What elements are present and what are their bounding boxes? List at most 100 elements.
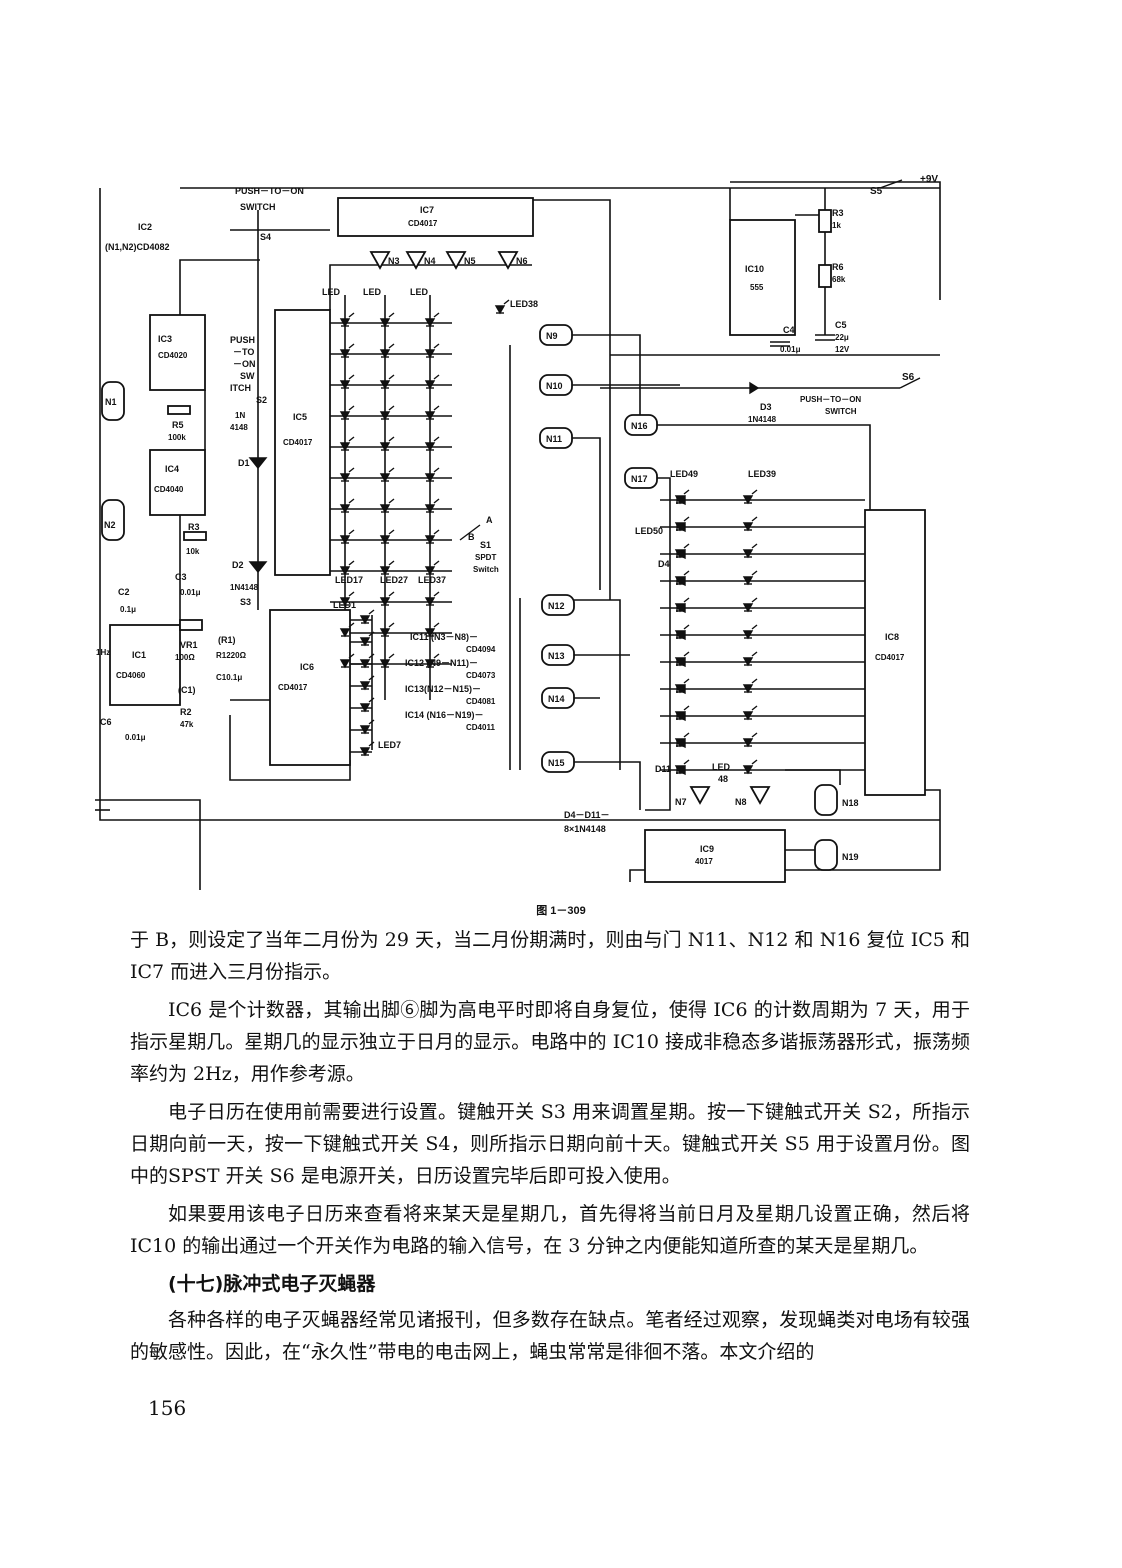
label-r5-val: 100k — [168, 433, 186, 442]
led-mark — [424, 566, 436, 576]
led-mark — [494, 305, 506, 315]
label-r3-left-val: 10k — [186, 547, 200, 556]
label-n13: N13 — [548, 651, 565, 661]
led-arrow — [348, 560, 355, 566]
led-mark — [742, 657, 754, 667]
label-n19: N19 — [842, 852, 859, 862]
diode-d2 — [248, 561, 268, 574]
label-n17: N17 — [631, 474, 648, 484]
label-d4-d11-b: 8×1N4148 — [564, 824, 606, 834]
label-ic5-chip: CD4017 — [283, 438, 313, 447]
led-mark — [742, 765, 754, 775]
label-c2-val: 0.1μ — [120, 605, 136, 614]
diode-mark — [675, 494, 686, 506]
resistor-r3 — [818, 209, 832, 233]
label-c4: C4 — [783, 325, 795, 335]
led-mark — [339, 628, 351, 638]
led-arrow — [348, 312, 355, 318]
label-n5: N5 — [464, 256, 476, 266]
led-arrow — [388, 374, 395, 380]
diode-mark — [675, 764, 686, 776]
paragraph-1: 于 B，则设定了当年二月份为 29 天，当二月份期满时，则由与门 N11、N12… — [130, 929, 970, 983]
label-s3: S3 — [240, 597, 251, 607]
led-mark — [742, 522, 754, 532]
label-s1-b: Switch — [473, 565, 499, 574]
logic-gate — [541, 687, 575, 709]
led-arrow — [751, 651, 758, 657]
led-mark — [742, 630, 754, 640]
label-ic7-chip: CD4017 — [408, 219, 438, 228]
label-s1: S1 — [480, 540, 491, 550]
led-mark — [359, 659, 371, 669]
led-arrow — [348, 436, 355, 442]
label-ic14-a: IC14 (N16－N19)－ — [405, 710, 484, 720]
label-c4-val: 0.01μ — [780, 345, 801, 354]
led-arrow — [433, 374, 440, 380]
led-arrow — [388, 436, 395, 442]
label-ic10: IC10 — [745, 264, 764, 274]
led-mark — [742, 711, 754, 721]
led-arrow — [348, 405, 355, 411]
wire — [657, 424, 871, 510]
label-ic9: IC9 — [700, 844, 714, 854]
led-mark — [379, 380, 391, 390]
ic10-body — [729, 219, 796, 336]
led-mark — [379, 504, 391, 514]
wire — [645, 477, 671, 811]
diode-mark — [675, 683, 686, 695]
label-s2-a: PUSH — [230, 335, 255, 345]
led-mark — [379, 349, 391, 359]
diode-mark — [675, 548, 686, 560]
led-mark — [359, 681, 371, 691]
led-mark — [339, 659, 351, 669]
logic-gate — [541, 751, 575, 773]
section-heading: (十七)脉冲式电子灭蝇器 — [168, 1273, 376, 1295]
label-n7: N7 — [675, 797, 687, 807]
led-arrow — [751, 597, 758, 603]
wire — [532, 199, 611, 600]
label-c5-val-b: 12V — [835, 345, 850, 354]
logic-gate — [101, 381, 125, 421]
led-arrow — [683, 516, 690, 522]
label-led-top3: LED — [410, 287, 429, 297]
logic-gate — [539, 374, 573, 396]
label-ic2-b: (N1,N2)CD4082 — [105, 242, 170, 252]
label-s6-label-a: PUSH－TO－ON — [800, 395, 861, 404]
label-r3-right-val: 1k — [832, 221, 841, 230]
led-arrow — [433, 405, 440, 411]
diode-d3 — [749, 381, 760, 395]
label-led17: LED17 — [335, 575, 363, 585]
logic-gate — [539, 324, 573, 346]
ic7-body — [337, 197, 534, 237]
label-led38: LED38 — [510, 299, 538, 309]
label-led39: LED39 — [748, 469, 776, 479]
resistor-r3b — [183, 531, 207, 541]
label-ic3: IC3 — [158, 334, 172, 344]
label-led27: LED27 — [380, 575, 408, 585]
label-ic1: IC1 — [132, 650, 146, 660]
led-mark — [339, 442, 351, 452]
label-s4-bottom: SWITCH — [240, 202, 276, 212]
led-mark — [424, 442, 436, 452]
led-arrow — [433, 560, 440, 566]
label-d2-val: 1N4148 — [230, 583, 259, 592]
label-s2-d: SW — [240, 371, 255, 381]
buffer-gate — [749, 786, 771, 805]
label-s5: S5 — [870, 186, 883, 197]
label-r1: (R1) — [218, 635, 236, 645]
label-led48: LED — [712, 762, 731, 772]
logic-gate — [814, 784, 838, 816]
buffer-gate — [445, 251, 467, 270]
led-arrow — [433, 591, 440, 597]
led-mark — [339, 349, 351, 359]
switch-s1 — [459, 524, 481, 541]
label-r2: R2 — [180, 707, 192, 717]
diode-mark — [675, 602, 686, 614]
label-n15: N15 — [548, 758, 565, 768]
led-arrow — [433, 312, 440, 318]
led-mark — [379, 473, 391, 483]
label-n2: N2 — [104, 520, 116, 530]
led-arrow — [503, 299, 510, 305]
led-arrow — [751, 570, 758, 576]
label-d1-val2: 4148 — [230, 423, 248, 432]
